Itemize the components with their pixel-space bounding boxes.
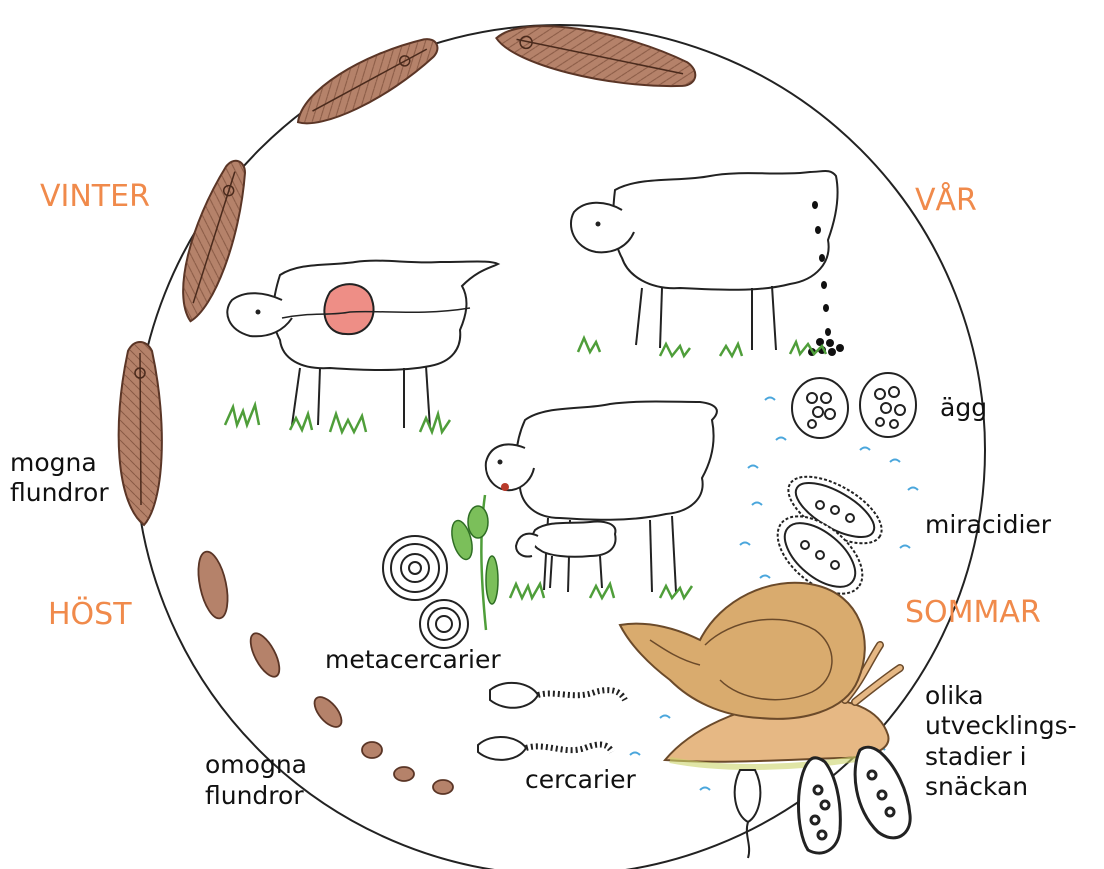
grass-icon (225, 405, 450, 432)
infected-sheep-icon (227, 261, 498, 428)
snail-stages-label-line2: utvecklings- (925, 711, 1077, 741)
snail-stages-label-line4: snäckan (925, 772, 1028, 802)
egg-icon (792, 373, 916, 438)
redia-icon (798, 758, 840, 853)
grazing-sheep-icon (486, 402, 717, 593)
metacercaria-icon (383, 536, 468, 648)
snail-stages-label-line3: stadier i (925, 742, 1027, 772)
eggs-label: ägg (940, 393, 987, 423)
snail-icon (620, 583, 900, 767)
cercariae-label: cercarier (525, 765, 636, 795)
immature-flukes-label-line2: flundror (205, 781, 304, 811)
redia-icon (855, 747, 910, 838)
mature-flukes-label-line1: mogna (10, 448, 97, 478)
sporocyst-icon (735, 770, 761, 858)
season-label-autumn: HÖST (48, 598, 132, 632)
metacercariae-label: metacercarier (325, 645, 501, 675)
season-label-winter: VINTER (40, 180, 150, 214)
season-label-summer: SOMMAR (905, 596, 1041, 630)
sheep-shedding-eggs-icon (571, 171, 838, 350)
cercaria-icon (478, 683, 625, 760)
miracidia-label: miracidier (925, 510, 1051, 540)
mature-flukes-label-line2: flundror (10, 478, 109, 508)
mature-fluke-icon (119, 342, 162, 525)
mature-fluke-icon (492, 12, 700, 99)
mature-fluke-icon (287, 27, 446, 137)
grass-icon (578, 338, 826, 356)
season-label-spring: VÅR (915, 184, 977, 218)
snail-stages-label-line1: olika (925, 681, 984, 711)
immature-flukes-label-line1: omogna (205, 750, 307, 780)
clover-icon (448, 495, 498, 630)
